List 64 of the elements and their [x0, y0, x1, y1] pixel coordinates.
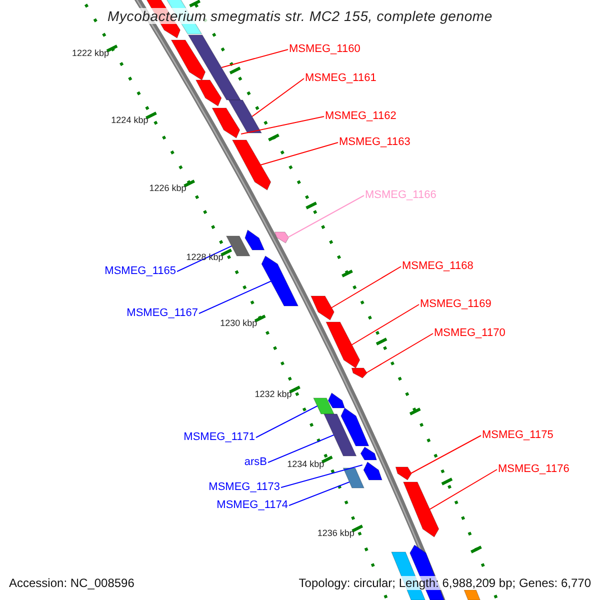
accession-text: Accession: NC_008596 — [9, 576, 134, 590]
genome-info-text: Topology: circular; Length: 6,988,209 bp; Genes: 6,770 — [298, 576, 591, 590]
gene-label: MSMEG_1160 — [289, 43, 360, 56]
leader-line — [252, 78, 304, 117]
gene-label: MSMEG_1162 — [325, 110, 396, 123]
gene-label: MSMEG_1168 — [402, 260, 474, 273]
gene-block — [363, 462, 382, 480]
gene-block — [340, 408, 370, 446]
gene-block — [313, 398, 334, 414]
leader-line — [221, 49, 288, 68]
position-label: 1224 kbp — [111, 115, 148, 126]
leader-line — [268, 434, 334, 463]
gene-block — [328, 392, 346, 408]
gene-label: MSMEG_1170 — [434, 327, 506, 340]
gene-label: MSMEG_1163 — [339, 136, 410, 149]
leader-line — [240, 116, 324, 134]
gene-label: MSMEG_1176 — [498, 463, 570, 476]
gene-label: MSMEG_1166 — [365, 189, 436, 202]
leader-line — [287, 195, 364, 238]
gene-block — [342, 468, 364, 488]
position-label: 1228 kbp — [186, 252, 224, 263]
gene-block — [402, 482, 440, 538]
gene-label: MSMEG_1161 — [305, 72, 376, 85]
gene-block — [310, 296, 334, 320]
gene-label: MSMEG_1175 — [482, 429, 554, 442]
gene-block — [228, 100, 262, 134]
gene-block — [261, 256, 299, 306]
gene-label: MSMEG_1173 — [208, 481, 280, 494]
gene-block — [274, 232, 290, 244]
position-label: 1234 kbp — [287, 459, 324, 470]
gene-block — [244, 230, 265, 250]
leader-line — [280, 464, 363, 488]
leader-line — [176, 246, 232, 272]
gene-label: MSMEG_1171 — [184, 431, 255, 444]
position-label: 1226 kbp — [149, 183, 186, 194]
leader-line — [366, 333, 434, 374]
gene-block — [170, 40, 206, 80]
gene-label: MSMEG_1169 — [420, 298, 492, 311]
leader-line — [260, 142, 338, 166]
gene-block — [226, 236, 250, 256]
gene-block — [395, 466, 412, 480]
position-label: 1236 kbp — [317, 528, 354, 539]
position-label: 1232 kbp — [254, 389, 292, 400]
leader-line — [410, 435, 482, 474]
leader-line — [198, 280, 272, 314]
gene-block — [212, 108, 240, 138]
leader-line — [330, 266, 402, 308]
leader-line — [351, 304, 420, 346]
gene-block — [351, 368, 368, 378]
gene-label: arsB — [244, 456, 267, 469]
gene-block — [195, 80, 222, 106]
gene-block — [232, 140, 272, 190]
gene-block — [324, 414, 357, 456]
position-label: 1230 kbp — [220, 318, 258, 329]
gene-block — [326, 322, 360, 368]
leader-line — [288, 482, 350, 506]
leader-line — [428, 469, 498, 510]
position-label: 1222 kbp — [72, 48, 110, 59]
gene-block — [188, 34, 242, 100]
leader-line — [256, 406, 318, 438]
gene-label: MSMEG_1174 — [216, 499, 288, 512]
gene-label: MSMEG_1165 — [104, 265, 176, 278]
gene-block — [360, 446, 377, 460]
gene-label: MSMEG_1167 — [126, 307, 198, 320]
